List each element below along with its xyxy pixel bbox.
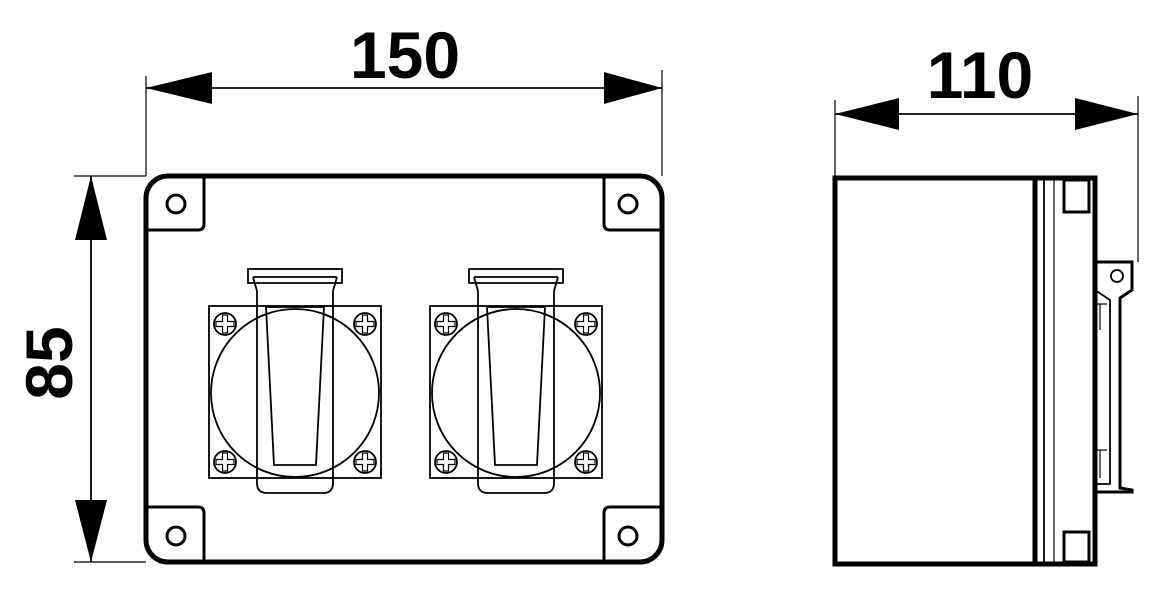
socket-right (430, 269, 602, 493)
height-dimension (74, 175, 146, 563)
socket-left (209, 269, 381, 493)
height-label: 85 (12, 326, 86, 399)
side-view (832, 175, 1134, 567)
depth-dimension (834, 96, 1139, 262)
width-dimension (145, 70, 663, 176)
depth-label: 110 (927, 38, 1033, 112)
front-view (143, 173, 665, 565)
width-label: 150 (350, 18, 460, 92)
